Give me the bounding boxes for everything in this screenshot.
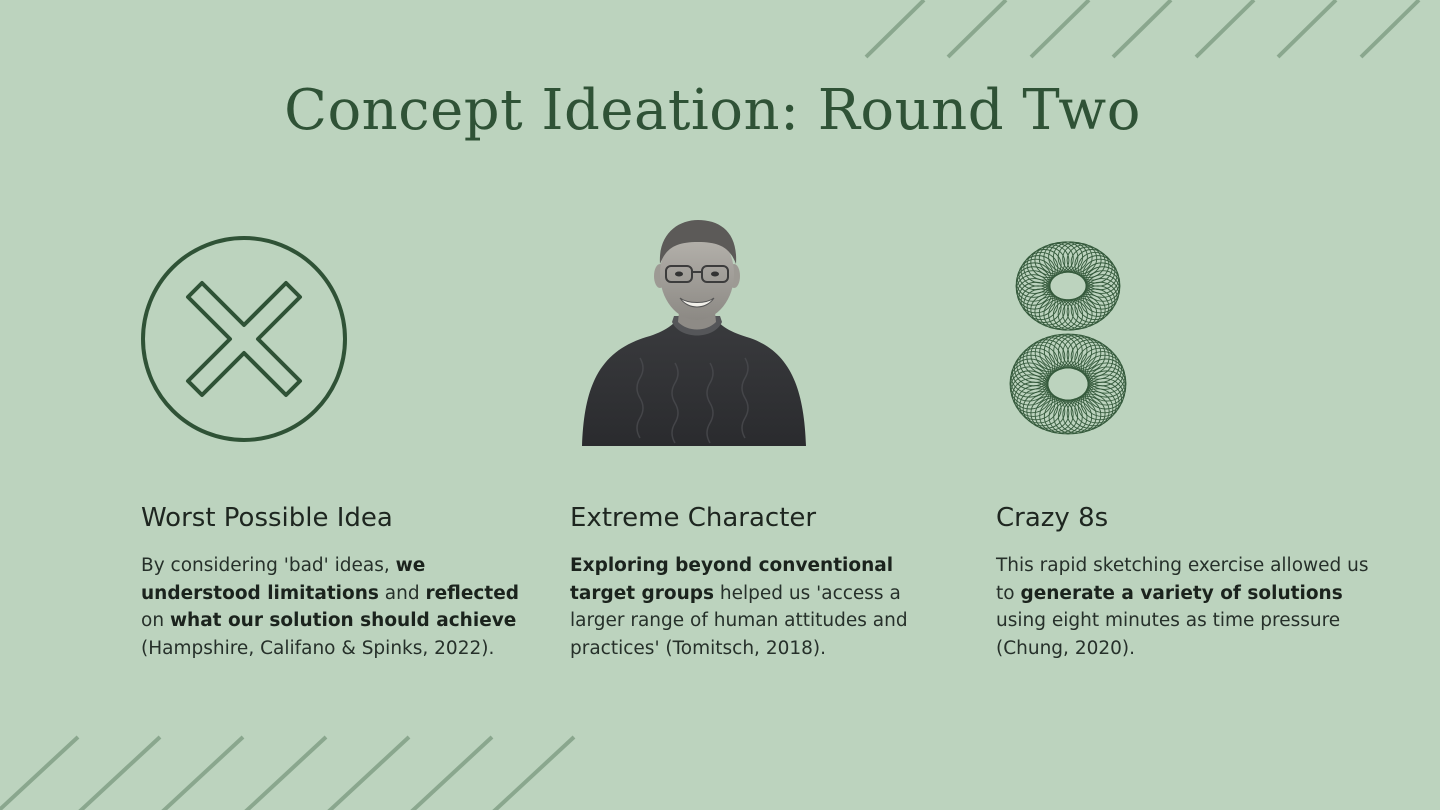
emphasis-text: generate a variety of solutions xyxy=(1020,582,1343,604)
column-description: This rapid sketching exercise allowed us… xyxy=(996,552,1376,662)
emphasis-text: we understood limitations xyxy=(141,555,426,604)
decorative-stripes-top xyxy=(864,0,1421,59)
body-text: (Hampshire, Califano & Spinks, 2022). xyxy=(141,637,495,659)
column-description: By considering 'bad' ideas, we understoo… xyxy=(141,552,521,662)
column-description: Exploring beyond conventional target gro… xyxy=(570,552,950,662)
emphasis-text: reflected xyxy=(425,582,520,604)
portrait-photo xyxy=(582,220,806,446)
emphasis-text: Exploring beyond conventional target gro… xyxy=(570,555,894,604)
body-text: on xyxy=(141,610,170,631)
body-text: By considering 'bad' ideas, xyxy=(141,555,396,576)
body-text: using eight minutes as time pressure (Ch… xyxy=(996,610,1341,659)
column-heading: Worst Possible Idea xyxy=(141,503,393,533)
column-extreme-character: Extreme Character Exploring beyond conve… xyxy=(570,500,950,662)
column-worst-possible-idea: Worst Possible Idea By considering 'bad'… xyxy=(141,500,521,662)
slide-title: Concept Ideation: Round Two xyxy=(284,78,1141,143)
emphasis-text: what our solution should achieve xyxy=(169,610,517,631)
column-heading: Extreme Character xyxy=(570,503,817,533)
body-text: helped us 'access a larger range of huma… xyxy=(570,582,908,659)
spirograph-eight-icon xyxy=(1009,241,1127,435)
decorative-stripes-bottom xyxy=(0,735,576,810)
body-text: and xyxy=(378,582,426,604)
x-circle-icon xyxy=(141,236,347,442)
column-crazy-8s: Crazy 8s This rapid sketching exercise a… xyxy=(996,500,1376,662)
column-heading: Crazy 8s xyxy=(996,503,1109,533)
body-text: This rapid sketching exercise allowed us… xyxy=(996,555,1369,604)
